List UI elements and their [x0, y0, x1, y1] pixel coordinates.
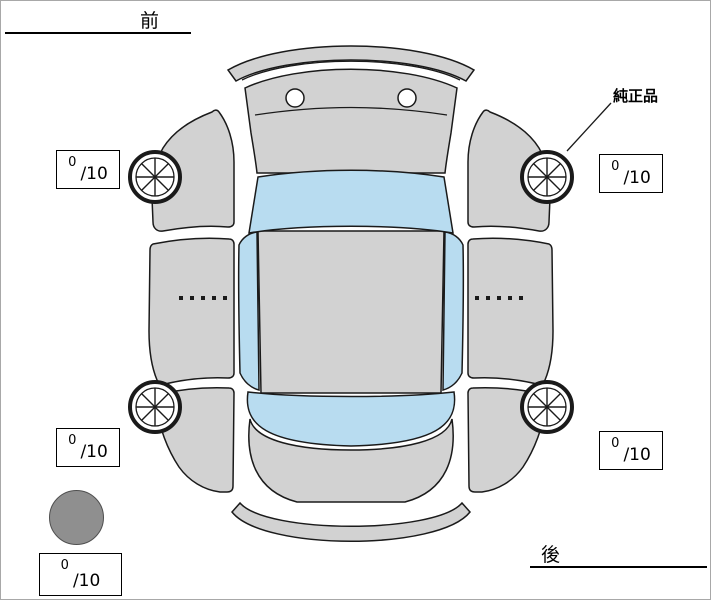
wheel-front-right — [520, 150, 574, 204]
genuine-part-label: 純正品 — [613, 87, 659, 105]
wheel-front-left — [128, 150, 182, 204]
rear-window-glass — [246, 391, 456, 447]
front-divider-line — [5, 32, 191, 34]
wheel-rear-left — [128, 380, 182, 434]
roof-panel — [257, 230, 445, 394]
wheel-rear-right — [520, 380, 574, 434]
windshield-glass — [248, 169, 454, 234]
front-label: 前 — [140, 10, 160, 32]
tread-score-rear-right: 0 /10 — [599, 431, 663, 470]
tread-score-rear-left: 0 /10 — [56, 428, 120, 467]
rear-divider-line — [530, 566, 707, 568]
rear-bumper — [231, 501, 471, 542]
tread-value: 0 — [68, 155, 77, 170]
tread-score-front-right: 0 /10 — [599, 154, 663, 193]
front-bumper-strip — [226, 45, 476, 82]
hood-seam-line — [254, 106, 448, 116]
tread-scale: /10 — [80, 442, 108, 462]
genuine-part-pointer-line — [566, 102, 612, 152]
tread-value: 0 — [60, 558, 69, 573]
tread-score-front-left: 0 /10 — [56, 150, 120, 189]
spare-tire-icon — [49, 490, 104, 545]
front-bumper-inner-line — [241, 60, 461, 81]
tread-value: 0 — [611, 159, 620, 174]
tread-value: 0 — [611, 436, 620, 451]
hood-circle-right — [397, 88, 417, 108]
tread-value: 0 — [68, 433, 77, 448]
tread-scale: /10 — [623, 445, 651, 465]
rear-label: 後 — [541, 544, 561, 566]
hood-panel — [244, 68, 458, 174]
trunk-panel — [248, 418, 454, 503]
tread-scale: /10 — [72, 571, 101, 591]
tread-scale: /10 — [80, 164, 108, 184]
tread-score-spare: 0 /10 — [39, 553, 122, 596]
tread-scale: /10 — [623, 168, 651, 188]
hood-circle-left — [285, 88, 305, 108]
